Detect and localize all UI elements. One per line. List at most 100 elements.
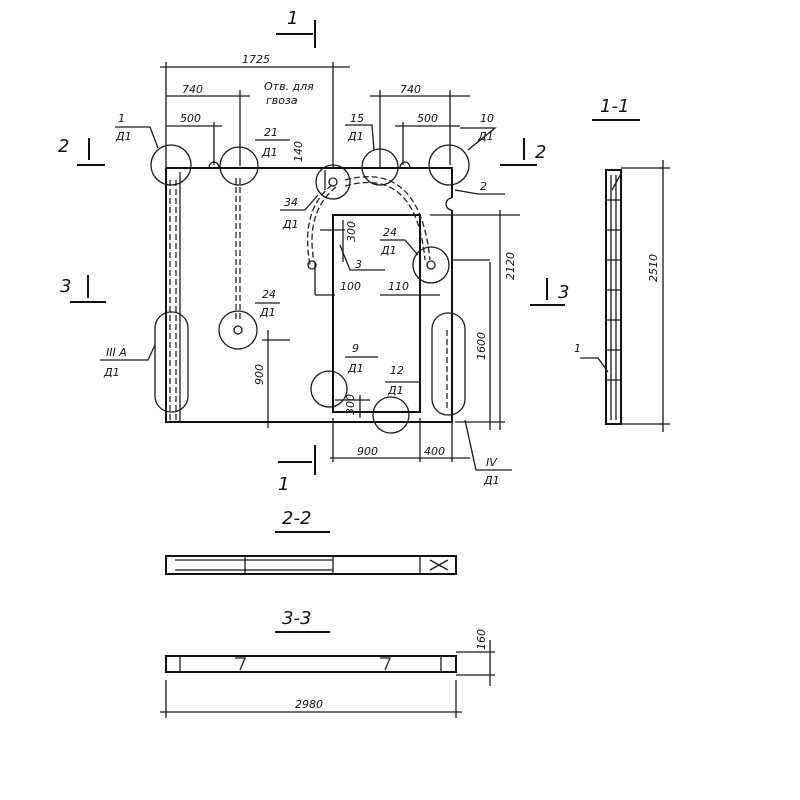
callout-number: 21 [264, 126, 278, 139]
hole-note-line1: Отв. для [264, 80, 314, 93]
callout-sheet: Д1 [347, 130, 364, 143]
dim-740-right: 740 [400, 83, 421, 96]
leader-1-label: 1 [574, 342, 581, 355]
callout-sheet: Д1 [347, 362, 364, 375]
hole [307, 260, 317, 270]
dim-2510: 2510 [647, 254, 660, 282]
callout-IV: IV Д1 [483, 456, 500, 487]
hole [426, 260, 436, 270]
callout-circle [218, 310, 258, 350]
dim-900-vertical: 900 [253, 364, 266, 385]
dim-2120: 2120 [504, 252, 517, 280]
leader-2-label: 2 [480, 180, 487, 193]
callout-circle [315, 164, 351, 200]
callout-sheet: Д1 [259, 306, 276, 319]
section-2-2: 2-2 [165, 508, 457, 575]
callout-number: 34 [284, 196, 298, 209]
plan-view [70, 20, 565, 475]
section-1-1-profile [605, 169, 622, 425]
dim-500-left: 500 [180, 112, 201, 125]
side-dimensions [262, 210, 520, 462]
callout-sheet: Д1 [282, 218, 299, 231]
section-1-bottom-label: 1 [278, 474, 289, 495]
callout-sheet: Д1 [103, 366, 120, 379]
callout-sheet: Д1 [483, 474, 500, 487]
section-3-3-details [160, 640, 495, 718]
callout-circle [310, 370, 348, 408]
dim-740-left: 740 [182, 83, 203, 96]
callout-number: 9 [352, 342, 359, 355]
hole [233, 325, 243, 335]
dim-1725: 1725 [242, 53, 270, 66]
dim-140: 140 [292, 141, 305, 162]
leader-1 [580, 357, 609, 373]
dim-300-bottom: 300 [344, 394, 357, 415]
section-2-left-label: 2 [58, 136, 69, 157]
section-2-2-profile [165, 555, 457, 575]
callout-number: 24 [262, 288, 276, 301]
dim-160: 160 [475, 629, 488, 650]
callout-oval [431, 312, 466, 416]
dim-1600: 1600 [475, 332, 488, 360]
callout-sheet: Д1 [387, 384, 404, 397]
dim-900-horizontal: 900 [357, 445, 378, 458]
rebar-vertical [235, 178, 241, 320]
section-2-2-details [175, 556, 449, 574]
rebar-left [169, 180, 177, 420]
rebar-curve-right [344, 176, 431, 261]
section-1-1-title: 1-1 [600, 96, 629, 117]
callout-circle [412, 246, 450, 284]
callout-number: 1 [118, 112, 125, 125]
dim-100: 100 [340, 280, 361, 293]
dim-2510-line [621, 160, 670, 432]
callout-sheet: Д1 [261, 146, 278, 159]
callout-circle [150, 144, 192, 186]
rebar-curve-left [307, 184, 337, 266]
hole-note-line2: гвоза [266, 94, 298, 107]
inner-dimensions [314, 170, 440, 296]
callout-III-A: III A Д1 [103, 346, 127, 379]
section-3-left-label: 3 [60, 276, 71, 297]
top-dimensions [160, 62, 470, 168]
callout-number: 10 [480, 112, 494, 125]
section-marks [70, 20, 565, 475]
callout-number: 15 [350, 112, 364, 125]
callout-number: 12 [390, 364, 404, 377]
section-3-right-label: 3 [558, 282, 569, 303]
section-3-3-profile [165, 655, 457, 673]
callout-number: 24 [383, 226, 397, 239]
dim-2980: 2980 [295, 698, 323, 711]
panel-outline [165, 167, 453, 423]
callout-number: III A [106, 346, 127, 359]
dim-300-top: 300 [345, 221, 358, 242]
notch [445, 197, 453, 211]
section-2-2-title: 2-2 [282, 508, 311, 529]
hole [328, 177, 338, 187]
dim-500-right: 500 [417, 112, 438, 125]
callout-sheet: Д1 [477, 130, 494, 143]
section-1-1-ribs [606, 171, 623, 420]
callout-number: IV [486, 456, 498, 469]
door-opening [332, 214, 421, 413]
callout-9: 9Д1 [347, 342, 364, 375]
section-3-3: 3-3 160 2980 [160, 608, 495, 718]
callout-leaders [100, 124, 512, 471]
callout-1: 1Д1 [115, 112, 132, 143]
callout-circle [372, 396, 410, 434]
callout-oval [154, 311, 189, 413]
leader-3-label: 3 [355, 258, 362, 271]
section-3-3-title: 3-3 [282, 608, 311, 629]
section-1-1: 1-1 2510 1 [574, 96, 670, 432]
section-1-top-label: 1 [287, 8, 298, 29]
callout-sheet: Д1 [115, 130, 132, 143]
callout-circle [219, 146, 259, 186]
